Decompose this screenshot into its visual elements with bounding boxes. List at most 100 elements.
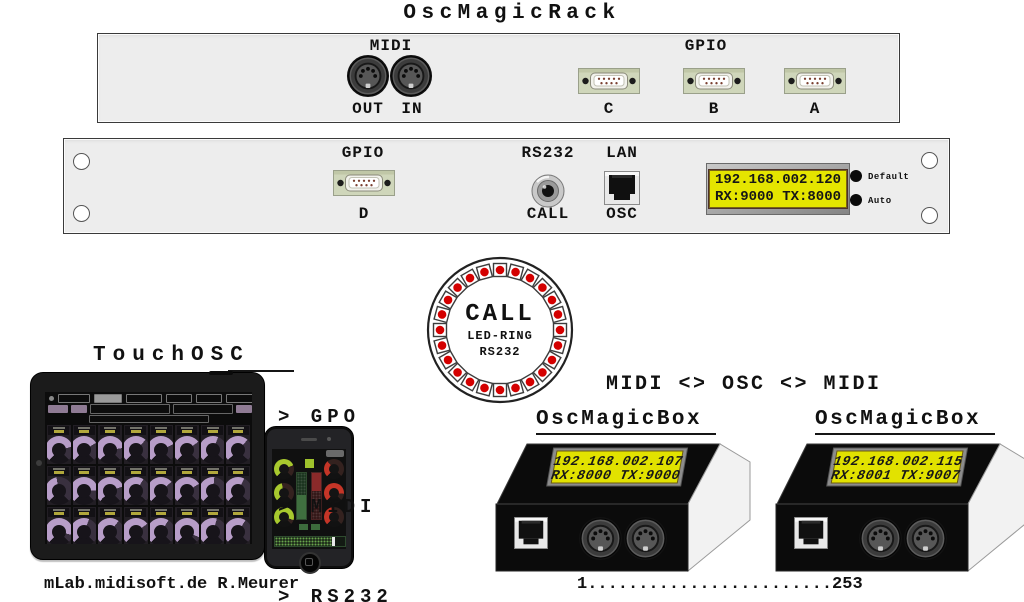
connection-list: > GPO > MIDI > RS232 xyxy=(278,342,393,602)
ring-led xyxy=(506,263,525,281)
phone-knob xyxy=(324,483,344,503)
tablet-knob-cell xyxy=(200,507,225,544)
ring-ledring-label: LED-RING xyxy=(467,329,533,343)
lan-rj45-connector xyxy=(604,171,640,205)
phone-controls xyxy=(274,459,344,530)
tablet-knob-cell xyxy=(149,507,174,544)
knob-value-label xyxy=(99,426,121,435)
gpio-port-d-connector xyxy=(333,170,395,196)
rack-lcd-screen: 192.168.002.120 RX:9000 TX:8000 xyxy=(708,170,848,208)
gpio-port-b-label: B xyxy=(708,100,720,118)
midi-out-label: OUT xyxy=(352,100,384,118)
tablet-knob xyxy=(200,436,225,464)
ring-led xyxy=(552,322,568,338)
tablet-toolbar xyxy=(45,392,252,403)
ring-led xyxy=(542,290,562,310)
tablet-tab xyxy=(196,394,222,403)
tablet-knob xyxy=(98,518,122,544)
knob-value-label xyxy=(227,508,249,517)
touchosc-underline xyxy=(228,370,294,372)
ring-led xyxy=(475,263,494,281)
oscmagicbox-1: 192.168.002.107 RX:8000 TX:9000 xyxy=(494,440,756,580)
tablet-knob xyxy=(149,436,174,464)
tablet-knob xyxy=(123,436,148,464)
knob-value-label xyxy=(202,508,223,517)
midi-osc-midi-label: MIDI <> OSC <> MIDI xyxy=(606,373,882,396)
phone-toggle-pad xyxy=(304,459,314,468)
phone-knob xyxy=(274,459,294,479)
ring-led xyxy=(432,322,448,338)
touchosc-title: TouchOSC xyxy=(93,344,250,367)
call-led-ring: CALL LED-RING RS232 xyxy=(425,255,575,405)
tablet-knob xyxy=(72,518,97,544)
mount-hole xyxy=(73,205,90,222)
knob-value-label xyxy=(176,426,198,435)
phone-knob xyxy=(324,507,344,527)
phone-mini-pads xyxy=(298,524,320,530)
tablet-knob xyxy=(175,518,199,544)
box2-lcd-ports: RX:8001 TX:9007 xyxy=(830,469,962,484)
tablet-knob xyxy=(226,518,250,544)
knob-value-label xyxy=(227,467,249,476)
tablet-parameter-bar xyxy=(45,414,252,423)
tablet-knob-cell xyxy=(72,466,97,505)
rs232-jack-connector xyxy=(531,174,565,208)
ring-led xyxy=(492,382,508,398)
tablet-knob-cell xyxy=(226,425,250,464)
phone-fader-red xyxy=(311,472,322,520)
phone-device xyxy=(264,426,354,574)
rs232-label: RS232 xyxy=(521,144,575,162)
tablet-knob-cell xyxy=(226,507,250,544)
default-button xyxy=(850,170,862,182)
tablet-display-field xyxy=(90,404,170,414)
gpio-port-c-label: C xyxy=(603,100,615,118)
tablet-nav-button xyxy=(236,405,252,413)
knob-value-label xyxy=(48,426,70,435)
knob-value-label xyxy=(150,426,172,435)
ring-led xyxy=(438,350,458,370)
box1-title: OscMagicBox xyxy=(536,408,717,435)
phone-home-button xyxy=(299,552,321,574)
tablet-knob-cell xyxy=(226,466,250,505)
ring-led xyxy=(520,372,540,392)
tablet-nav-button xyxy=(71,405,87,413)
osc-label: OSC xyxy=(606,205,638,223)
ring-led xyxy=(532,362,553,383)
tablet-knob xyxy=(72,436,97,464)
ring-led xyxy=(438,290,458,310)
gpio-port-a-connector xyxy=(784,68,846,94)
phone-status-block xyxy=(326,450,344,457)
credit-text: mLab.midisoft.de R.Meurer xyxy=(44,575,300,594)
tablet-knob-cell xyxy=(98,425,122,464)
tablet-knob xyxy=(123,477,148,505)
tablet-knob xyxy=(47,436,71,464)
tablet-knob-cell xyxy=(175,425,199,464)
ring-led xyxy=(520,268,540,288)
knob-value-label xyxy=(125,467,147,476)
tablet-knob-cell xyxy=(200,466,225,505)
ring-led xyxy=(532,277,553,298)
tablet-knob-cell xyxy=(123,466,148,505)
phone-mini-pad xyxy=(310,524,320,530)
mount-hole xyxy=(921,152,938,169)
phone-speaker-icon xyxy=(301,438,317,441)
tablet-knob-cell xyxy=(98,466,122,505)
phone-left-knob-column xyxy=(274,459,294,530)
tablet-knob-cell xyxy=(123,425,148,464)
ring-led xyxy=(542,350,562,370)
gpio-port-d-label: D xyxy=(358,205,370,223)
phone-screen xyxy=(272,449,346,549)
ring-led xyxy=(460,372,480,392)
tablet-subbar xyxy=(45,403,252,414)
ring-led xyxy=(506,379,525,397)
tablet-knob xyxy=(149,477,174,505)
gpio-port-a-label: A xyxy=(809,100,821,118)
connection-midi: > MIDI xyxy=(278,496,377,518)
tablet-tab xyxy=(126,394,162,403)
box2-lcd-ip: 192.168.002.115 xyxy=(832,455,964,470)
tablet-power-button xyxy=(209,371,233,375)
tablet-tab xyxy=(166,394,192,403)
tablet-knob xyxy=(200,477,225,505)
tablet-knob-cell xyxy=(149,466,174,505)
rack-bottom-panel: GPIO D RS232 CALL LAN OSC 192.168.002.12… xyxy=(63,138,950,234)
